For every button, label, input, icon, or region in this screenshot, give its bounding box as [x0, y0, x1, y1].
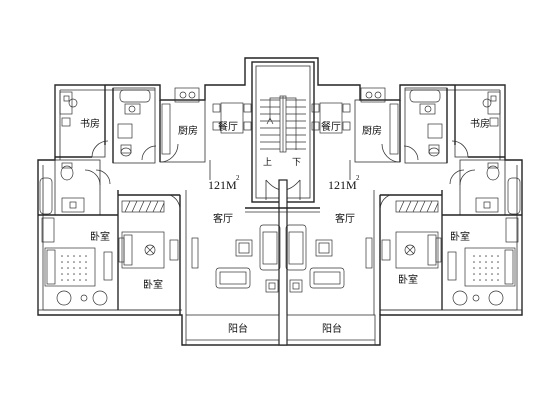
stairwell: 上 下 [251, 61, 315, 203]
bedroom-label-right-1: 卧室 [450, 230, 470, 243]
dining-label-left: 餐厅 [218, 120, 238, 133]
kitchen-label-left: 厨房 [178, 124, 198, 137]
balcony-label-right: 阳台 [322, 322, 342, 335]
living-label-right: 客厅 [335, 212, 355, 225]
living-label-left: 客厅 [213, 212, 233, 225]
area-label-right: 121M [328, 178, 357, 192]
study-label-left: 书房 [80, 117, 100, 130]
door-swings [95, 160, 465, 185]
stair-up-label: 上 [263, 157, 272, 168]
dining-table-left [212, 102, 252, 134]
study-label-right: 书房 [470, 117, 490, 130]
balcony-label-left: 阳台 [228, 322, 248, 335]
living-left [191, 224, 281, 293]
bedroom-label-left-2: 卧室 [143, 278, 163, 291]
dining-table-right [311, 102, 351, 134]
right-unit: 书房 厨房 餐厅 121M 2 [285, 84, 523, 346]
area-label-left: 121M [208, 178, 237, 192]
outer-walls [37, 57, 523, 346]
center-wall [245, 179, 320, 346]
stair-down-label: 下 [292, 158, 301, 168]
living-right [285, 224, 373, 293]
kitchen-label-right: 厨房 [362, 124, 382, 137]
area-sup-right: 2 [356, 174, 360, 182]
dining-label-right: 餐厅 [321, 120, 341, 133]
area-sup-left: 2 [236, 174, 240, 182]
bedroom-label-right-2: 卧室 [398, 273, 418, 286]
left-unit: 书房 厨房 餐厅 121M 2 [37, 84, 281, 346]
bedroom-label-left-1: 卧室 [90, 230, 110, 243]
